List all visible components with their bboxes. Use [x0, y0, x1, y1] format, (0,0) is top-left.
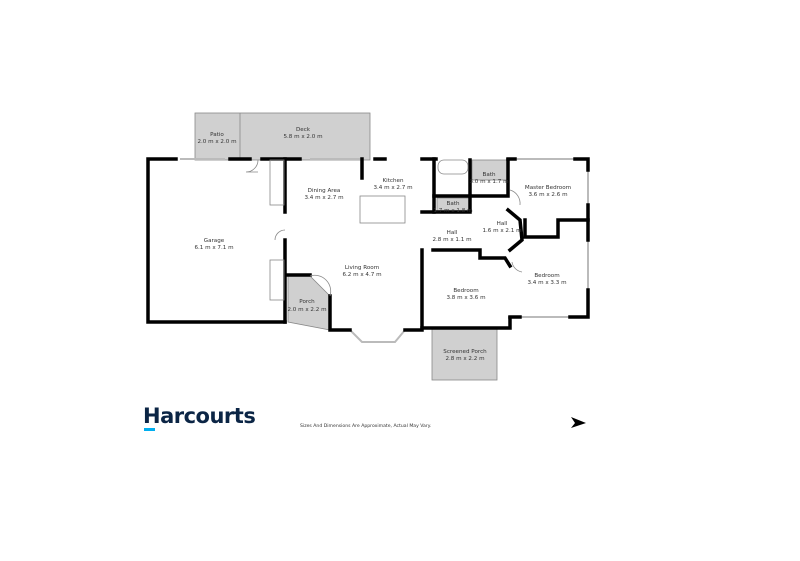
room-size: 3.0 m x 1.7 m	[469, 179, 508, 185]
fixtures	[245, 159, 523, 301]
room-name: Bath	[446, 201, 459, 207]
room-size: 2.8 m x 2.2 m	[445, 356, 484, 362]
room-size: 3.4 m x 2.7 m	[304, 195, 343, 201]
room-size: 1.7 m x 1.8 m	[433, 208, 472, 214]
room-size: 3.8 m x 3.6 m	[446, 295, 485, 301]
room-size: 3.6 m x 2.6 m	[528, 192, 567, 198]
room-name: Deck	[296, 127, 311, 133]
screened-porch-area	[431, 327, 498, 381]
room-labels: Patio 2.0 m x 2.0 m Deck 5.8 m x 2.0 m G…	[194, 127, 571, 362]
room-name: Hall	[447, 230, 458, 236]
room-size: 6.2 m x 4.7 m	[342, 272, 381, 278]
room-size: 2.8 m x 1.1 m	[432, 237, 471, 243]
room-name: Dining Area	[308, 188, 341, 194]
room-size: 5.8 m x 2.0 m	[283, 134, 322, 140]
disclaimer-text: Sizes And Dimensions Are Approximate, Ac…	[300, 424, 432, 429]
room-size: 3.4 m x 3.3 m	[527, 280, 566, 286]
room-name: Bedroom	[453, 288, 478, 294]
logo-accent-bar	[144, 428, 155, 431]
harcourts-logo: Harcourts	[143, 404, 256, 428]
north-arrow-icon	[571, 417, 586, 428]
room-name: Screened Porch	[443, 349, 487, 355]
room-size: 3.4 m x 2.7 m	[373, 185, 412, 191]
room-size: 2.0 m x 2.0 m	[197, 139, 236, 145]
deck-patio-area	[194, 112, 371, 161]
room-size: 6.1 m x 7.1 m	[194, 245, 233, 251]
room-name: Hall	[497, 221, 508, 227]
walls	[146, 157, 590, 332]
room-name: Bath	[482, 172, 495, 178]
room-name: Living Room	[345, 265, 379, 271]
room-name: Kitchen	[382, 178, 403, 184]
room-name: Bedroom	[534, 273, 559, 279]
room-size: 2.0 m x 2.2 m	[287, 307, 326, 313]
room-name: Master Bedroom	[525, 185, 571, 191]
room-size: 1.6 m x 2.1 m	[482, 228, 521, 234]
room-name: Porch	[299, 299, 315, 305]
room-name: Patio	[210, 132, 224, 138]
room-name: Garage	[204, 238, 225, 244]
